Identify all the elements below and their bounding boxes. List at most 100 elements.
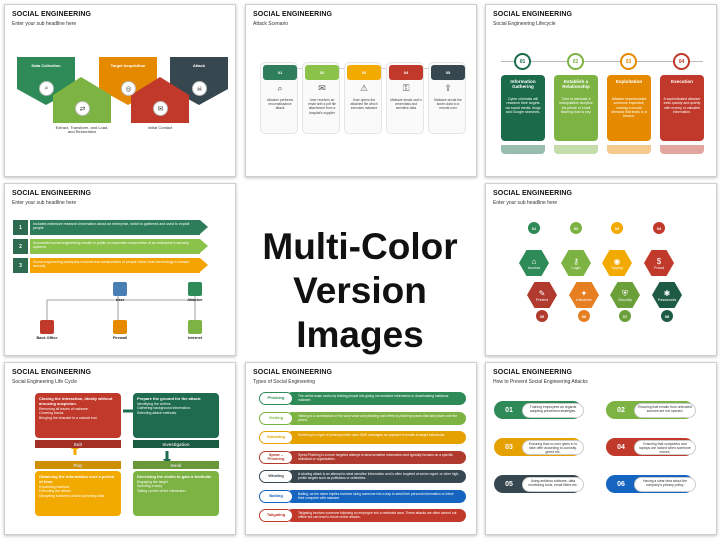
stage-number: 02 bbox=[567, 53, 584, 70]
node-label-firewall: Firewall bbox=[112, 336, 128, 340]
slide-thumbnail-3[interactable]: SOCIAL ENGINEERING Social Engineering Li… bbox=[485, 4, 717, 177]
hex-label: Fraud bbox=[654, 265, 664, 270]
hex-item: ⚷Login bbox=[561, 250, 591, 276]
slide-title: SOCIAL ENGINEERING bbox=[253, 369, 333, 376]
slide-subtitle: Social Engineering Life Cycle bbox=[12, 379, 78, 385]
lifecycle-box: Closing the interaction, ideally without… bbox=[35, 393, 121, 438]
timeline-line bbox=[501, 61, 703, 62]
phase-label: Hook bbox=[133, 461, 219, 469]
hex-icon: ⌂ bbox=[531, 256, 537, 266]
target-icon: ◎ bbox=[121, 81, 136, 96]
slide-title: SOCIAL ENGINEERING bbox=[12, 11, 92, 18]
hex-label: Security bbox=[618, 297, 632, 302]
hex-item: ✱Passwords bbox=[652, 282, 682, 308]
row-number: 1 bbox=[13, 220, 28, 235]
box-heading: Obtaining the information over a period … bbox=[39, 474, 115, 484]
type-label: Tailgating bbox=[259, 509, 293, 522]
internet-node-icon bbox=[188, 320, 202, 334]
scenario-card: 03⚠User opens the attached file which ex… bbox=[344, 62, 382, 134]
step-attack: Attack bbox=[192, 63, 206, 68]
box-list: Removing all traces of malware.Covering … bbox=[39, 407, 117, 420]
center-heading: Multi-Color Version Images bbox=[240, 225, 480, 357]
stage-description: Cyber criminals will research their targ… bbox=[505, 97, 541, 114]
slide-thumbnail-4[interactable]: SOCIAL ENGINEERING Enter your sub headli… bbox=[4, 183, 236, 356]
type-label: Smishing bbox=[259, 431, 293, 444]
node-label-internet: Internet bbox=[188, 336, 202, 340]
hex-number: 03 bbox=[611, 222, 623, 234]
tip-text: Ensuring that no user gives in to fake o… bbox=[522, 439, 584, 455]
hex-label: Influence bbox=[576, 297, 592, 302]
slide-subtitle: Enter your sub headline here bbox=[12, 200, 77, 206]
type-label: Spear – Phishing bbox=[259, 450, 293, 464]
tip-number: 02 bbox=[610, 402, 632, 418]
tip-text: Training employees as regards adopting p… bbox=[522, 402, 584, 418]
slide-subtitle: Enter your sub headline here bbox=[493, 200, 558, 206]
hex-item: ✎Pretext bbox=[527, 282, 557, 308]
hex-label: Access bbox=[527, 265, 541, 270]
stage-description: Time to fabricate a manipulative storyli… bbox=[559, 97, 593, 114]
hex-icon: $ bbox=[656, 256, 662, 266]
box-list-item: Engaging the target. bbox=[137, 480, 169, 484]
hex-label: Passwords bbox=[657, 297, 677, 302]
scenario-description: Malware steals user's credentials and se… bbox=[390, 98, 422, 111]
stage-description: Attacker impersonates someone important,… bbox=[611, 97, 647, 119]
step-number: 03 bbox=[347, 65, 381, 80]
slide-thumbnail-8[interactable]: SOCIAL ENGINEERING How to Prevent Social… bbox=[485, 362, 717, 535]
tip-number: 04 bbox=[610, 439, 632, 455]
slide-thumbnail-5[interactable]: SOCIAL ENGINEERING Enter your sub headli… bbox=[485, 183, 717, 356]
row-number: 2 bbox=[13, 239, 28, 254]
type-label: Baiting bbox=[259, 489, 293, 503]
stage-number: 04 bbox=[673, 53, 690, 70]
hex-icon: ◉ bbox=[613, 256, 621, 266]
hex-icon: ✎ bbox=[538, 288, 546, 298]
hex-label: Login bbox=[571, 265, 581, 270]
hex-item: ✦Influence bbox=[569, 282, 599, 308]
scenario-card: 04⚿Malware steals user's credentials and… bbox=[386, 62, 424, 134]
slide-thumbnail-1[interactable]: SOCIAL ENGINEERING Enter your sub headli… bbox=[4, 4, 236, 177]
step-number: 05 bbox=[431, 65, 465, 80]
slide-thumbnail-7[interactable]: SOCIAL ENGINEERING Types of Social Engin… bbox=[245, 362, 477, 535]
type-label: Whaling bbox=[259, 470, 293, 483]
type-description: Smishing is a type of phishing which use… bbox=[286, 431, 466, 444]
hex-number: 08 bbox=[661, 310, 673, 322]
slide-subtitle: Social Engineering Lifecycle bbox=[493, 21, 556, 27]
hex-item: ◉Spying bbox=[602, 250, 632, 276]
row-arrow bbox=[200, 220, 208, 234]
box-list-item: Gathering background information. bbox=[137, 406, 191, 411]
hex-icon: ⚷ bbox=[573, 256, 579, 266]
lifecycle-box: Deceiving the victim to gain a foothold:… bbox=[133, 471, 219, 516]
slide-title: SOCIAL ENGINEERING bbox=[253, 11, 333, 18]
slide-title: SOCIAL ENGINEERING bbox=[493, 11, 573, 18]
node-label-user: User bbox=[115, 298, 125, 302]
hacker-icon: ☠ bbox=[192, 81, 207, 96]
scenario-icon: ⇪ bbox=[444, 83, 452, 93]
phase-label: Investigation bbox=[133, 440, 219, 448]
slide-thumbnail-2[interactable]: SOCIAL ENGINEERING Attack Scenario 01⌕At… bbox=[245, 4, 477, 177]
tip-text: Ensuring that computers and laptops are … bbox=[634, 439, 696, 455]
hex-item: ⛨Security bbox=[610, 282, 640, 308]
slide-title: SOCIAL ENGINEERING bbox=[12, 190, 92, 197]
box-heading: Deceiving the victim to gain a foothold: bbox=[137, 474, 212, 479]
box-list-item: Expanding foothold. bbox=[39, 485, 70, 489]
slide-thumbnail-6[interactable]: SOCIAL ENGINEERING Social Engineering Li… bbox=[4, 362, 236, 535]
row-arrow bbox=[200, 258, 208, 272]
step-extract: Extract, Transform, and Load, and Restor… bbox=[55, 125, 109, 135]
attacker-node-icon bbox=[188, 282, 202, 296]
hex-number: 02 bbox=[570, 222, 582, 234]
heading-line-1: Multi-Color bbox=[262, 226, 458, 267]
phase-label: Play bbox=[35, 461, 121, 469]
stage-heading: Exploitation bbox=[615, 79, 643, 84]
step-data-collection: Data Collection bbox=[31, 63, 61, 68]
lifecycle-box: Prepare the ground for the attack:Identi… bbox=[133, 393, 219, 438]
slide-subtitle: Enter your sub headline here bbox=[12, 21, 77, 27]
user-node-icon bbox=[113, 282, 127, 296]
type-description: A whaling attack is an attempt to steal … bbox=[286, 470, 466, 483]
box-list-item: Bringing the charade to a natural end. bbox=[39, 415, 98, 420]
scenario-description: User receives an email with a pdf file a… bbox=[307, 98, 337, 115]
box-list: Expanding foothold.Executing the attack.… bbox=[39, 485, 117, 498]
step-target-acquisition: Target Acquisition bbox=[110, 63, 146, 68]
